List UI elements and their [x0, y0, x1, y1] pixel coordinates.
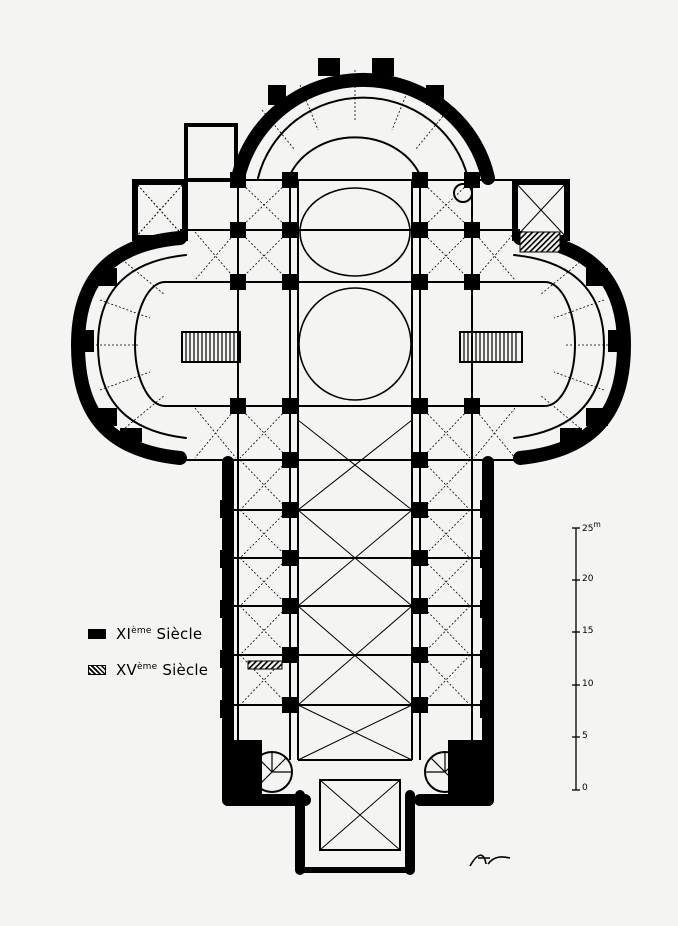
corner-towers [132, 123, 570, 241]
arcades [134, 136, 576, 800]
legend-swatch-hatched [88, 665, 106, 675]
domes [298, 187, 412, 401]
legend: XIème Siècle XVème Siècle [88, 623, 248, 695]
legend-item-xi-century: XIème Siècle [88, 623, 248, 645]
scale-bar [572, 527, 580, 791]
outer-walls [70, 72, 632, 875]
nave-vaults [297, 419, 413, 851]
aisle-vaults [92, 70, 612, 706]
legend-label: XVème Siècle [116, 661, 209, 679]
buttresses [74, 58, 628, 718]
scale-unit: m [593, 520, 601, 529]
legend-swatch-solid [88, 629, 106, 639]
scale-tick-label: 15 [582, 626, 594, 636]
scale-tick-label: 20 [582, 574, 594, 584]
scale-tick-label: 5 [582, 731, 588, 741]
scale-tick-label: 10 [582, 679, 594, 689]
scale-tick-label: 0 [582, 783, 588, 793]
legend-label: XIème Siècle [116, 625, 203, 643]
stairs [181, 331, 523, 793]
fifteenth-century-additions [247, 231, 561, 670]
scale-tick-label: 25m [582, 520, 601, 534]
legend-item-xv-century: XVème Siècle [88, 659, 248, 681]
signature-monogram [469, 854, 511, 867]
piers [222, 172, 488, 800]
